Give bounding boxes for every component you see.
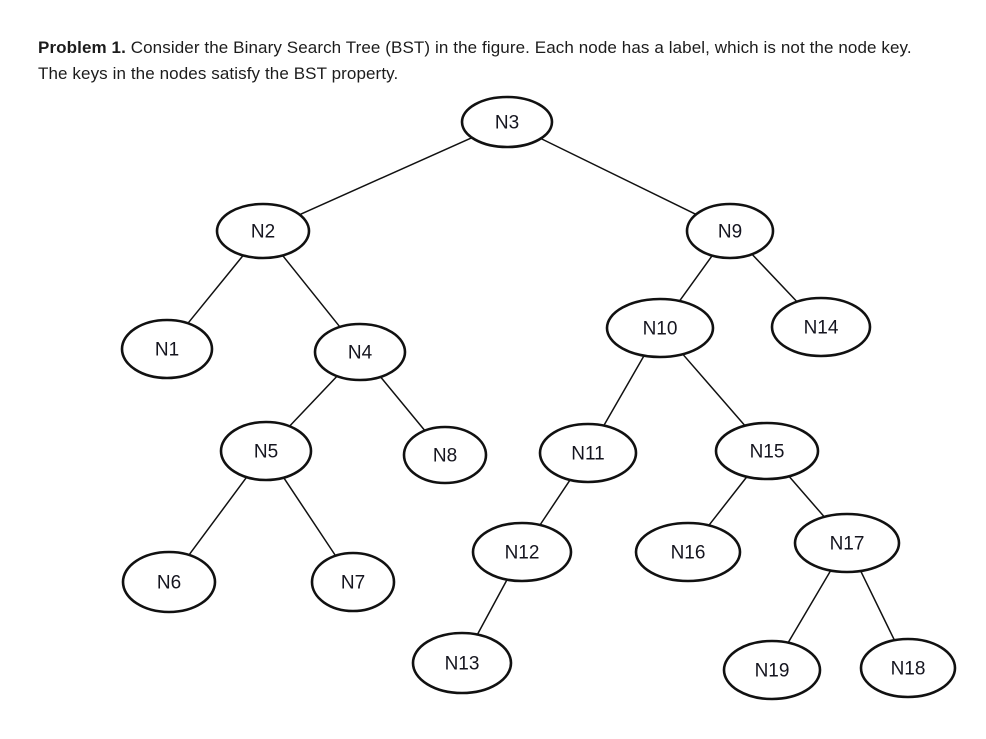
tree-edge-n10-n11 xyxy=(603,354,645,427)
tree-node-n4[interactable]: N4 xyxy=(313,322,407,382)
tree-node-n6[interactable]: N6 xyxy=(121,550,217,614)
tree-edge-n15-n17 xyxy=(788,475,826,518)
node-outline-n8 xyxy=(402,425,488,485)
node-outline-n16 xyxy=(634,521,742,583)
node-outline-n19 xyxy=(722,639,822,701)
tree-edge-n11-n12 xyxy=(539,479,571,526)
tree-node-n7[interactable]: N7 xyxy=(310,551,396,613)
tree-node-n15[interactable]: N15 xyxy=(714,421,820,481)
tree-edge-n9-n14 xyxy=(751,253,798,303)
tree-node-n5[interactable]: N5 xyxy=(219,420,313,482)
node-outline-n11 xyxy=(538,422,638,484)
node-outline-n12 xyxy=(471,521,573,583)
tree-node-n19[interactable]: N19 xyxy=(722,639,822,701)
node-outline-n7 xyxy=(310,551,396,613)
problem-label: Problem 1. xyxy=(38,38,126,57)
tree-edges-layer xyxy=(187,136,896,644)
tree-edge-n17-n18 xyxy=(859,570,896,641)
node-outline-n13 xyxy=(411,631,513,695)
tree-edge-n3-n9 xyxy=(540,137,697,216)
tree-edge-n2-n1 xyxy=(187,254,244,325)
tree-node-n1[interactable]: N1 xyxy=(120,318,214,380)
node-outline-n2 xyxy=(215,202,311,260)
tree-node-n12[interactable]: N12 xyxy=(471,521,573,583)
tree-node-n3[interactable]: N3 xyxy=(460,95,554,149)
tree-node-n2[interactable]: N2 xyxy=(215,202,311,260)
tree-edge-n10-n15 xyxy=(682,353,746,427)
node-outline-n18 xyxy=(859,637,957,699)
tree-edge-n4-n5 xyxy=(288,375,338,428)
tree-edge-n4-n8 xyxy=(379,376,426,432)
problem-body: Consider the Binary Search Tree (BST) in… xyxy=(38,38,912,83)
tree-node-n18[interactable]: N18 xyxy=(859,637,957,699)
tree-edge-n3-n2 xyxy=(298,136,473,216)
tree-edge-n12-n13 xyxy=(476,578,508,636)
tree-node-n11[interactable]: N11 xyxy=(538,422,638,484)
tree-node-n8[interactable]: N8 xyxy=(402,425,488,485)
tree-edge-n5-n6 xyxy=(188,476,248,556)
tree-node-n16[interactable]: N16 xyxy=(634,521,742,583)
tree-edge-n15-n16 xyxy=(708,475,748,527)
tree-node-n13[interactable]: N13 xyxy=(411,631,513,695)
node-outline-n6 xyxy=(121,550,217,614)
node-outline-n9 xyxy=(685,202,775,260)
node-outline-n15 xyxy=(714,421,820,481)
node-outline-n14 xyxy=(770,296,872,358)
tree-edge-n2-n4 xyxy=(281,254,341,328)
node-outline-n5 xyxy=(219,420,313,482)
tree-node-n9[interactable]: N9 xyxy=(685,202,775,260)
node-outline-n4 xyxy=(313,322,407,382)
tree-node-n10[interactable]: N10 xyxy=(605,297,715,359)
node-outline-n1 xyxy=(120,318,214,380)
tree-node-n17[interactable]: N17 xyxy=(793,512,901,574)
tree-edge-n9-n10 xyxy=(678,254,713,302)
tree-edge-n5-n7 xyxy=(282,476,337,557)
tree-node-n14[interactable]: N14 xyxy=(770,296,872,358)
tree-edge-n17-n19 xyxy=(787,569,832,644)
node-outline-n17 xyxy=(793,512,901,574)
problem-statement: Problem 1. Consider the Binary Search Tr… xyxy=(38,35,938,87)
node-outline-n3 xyxy=(460,95,554,149)
node-outline-n10 xyxy=(605,297,715,359)
